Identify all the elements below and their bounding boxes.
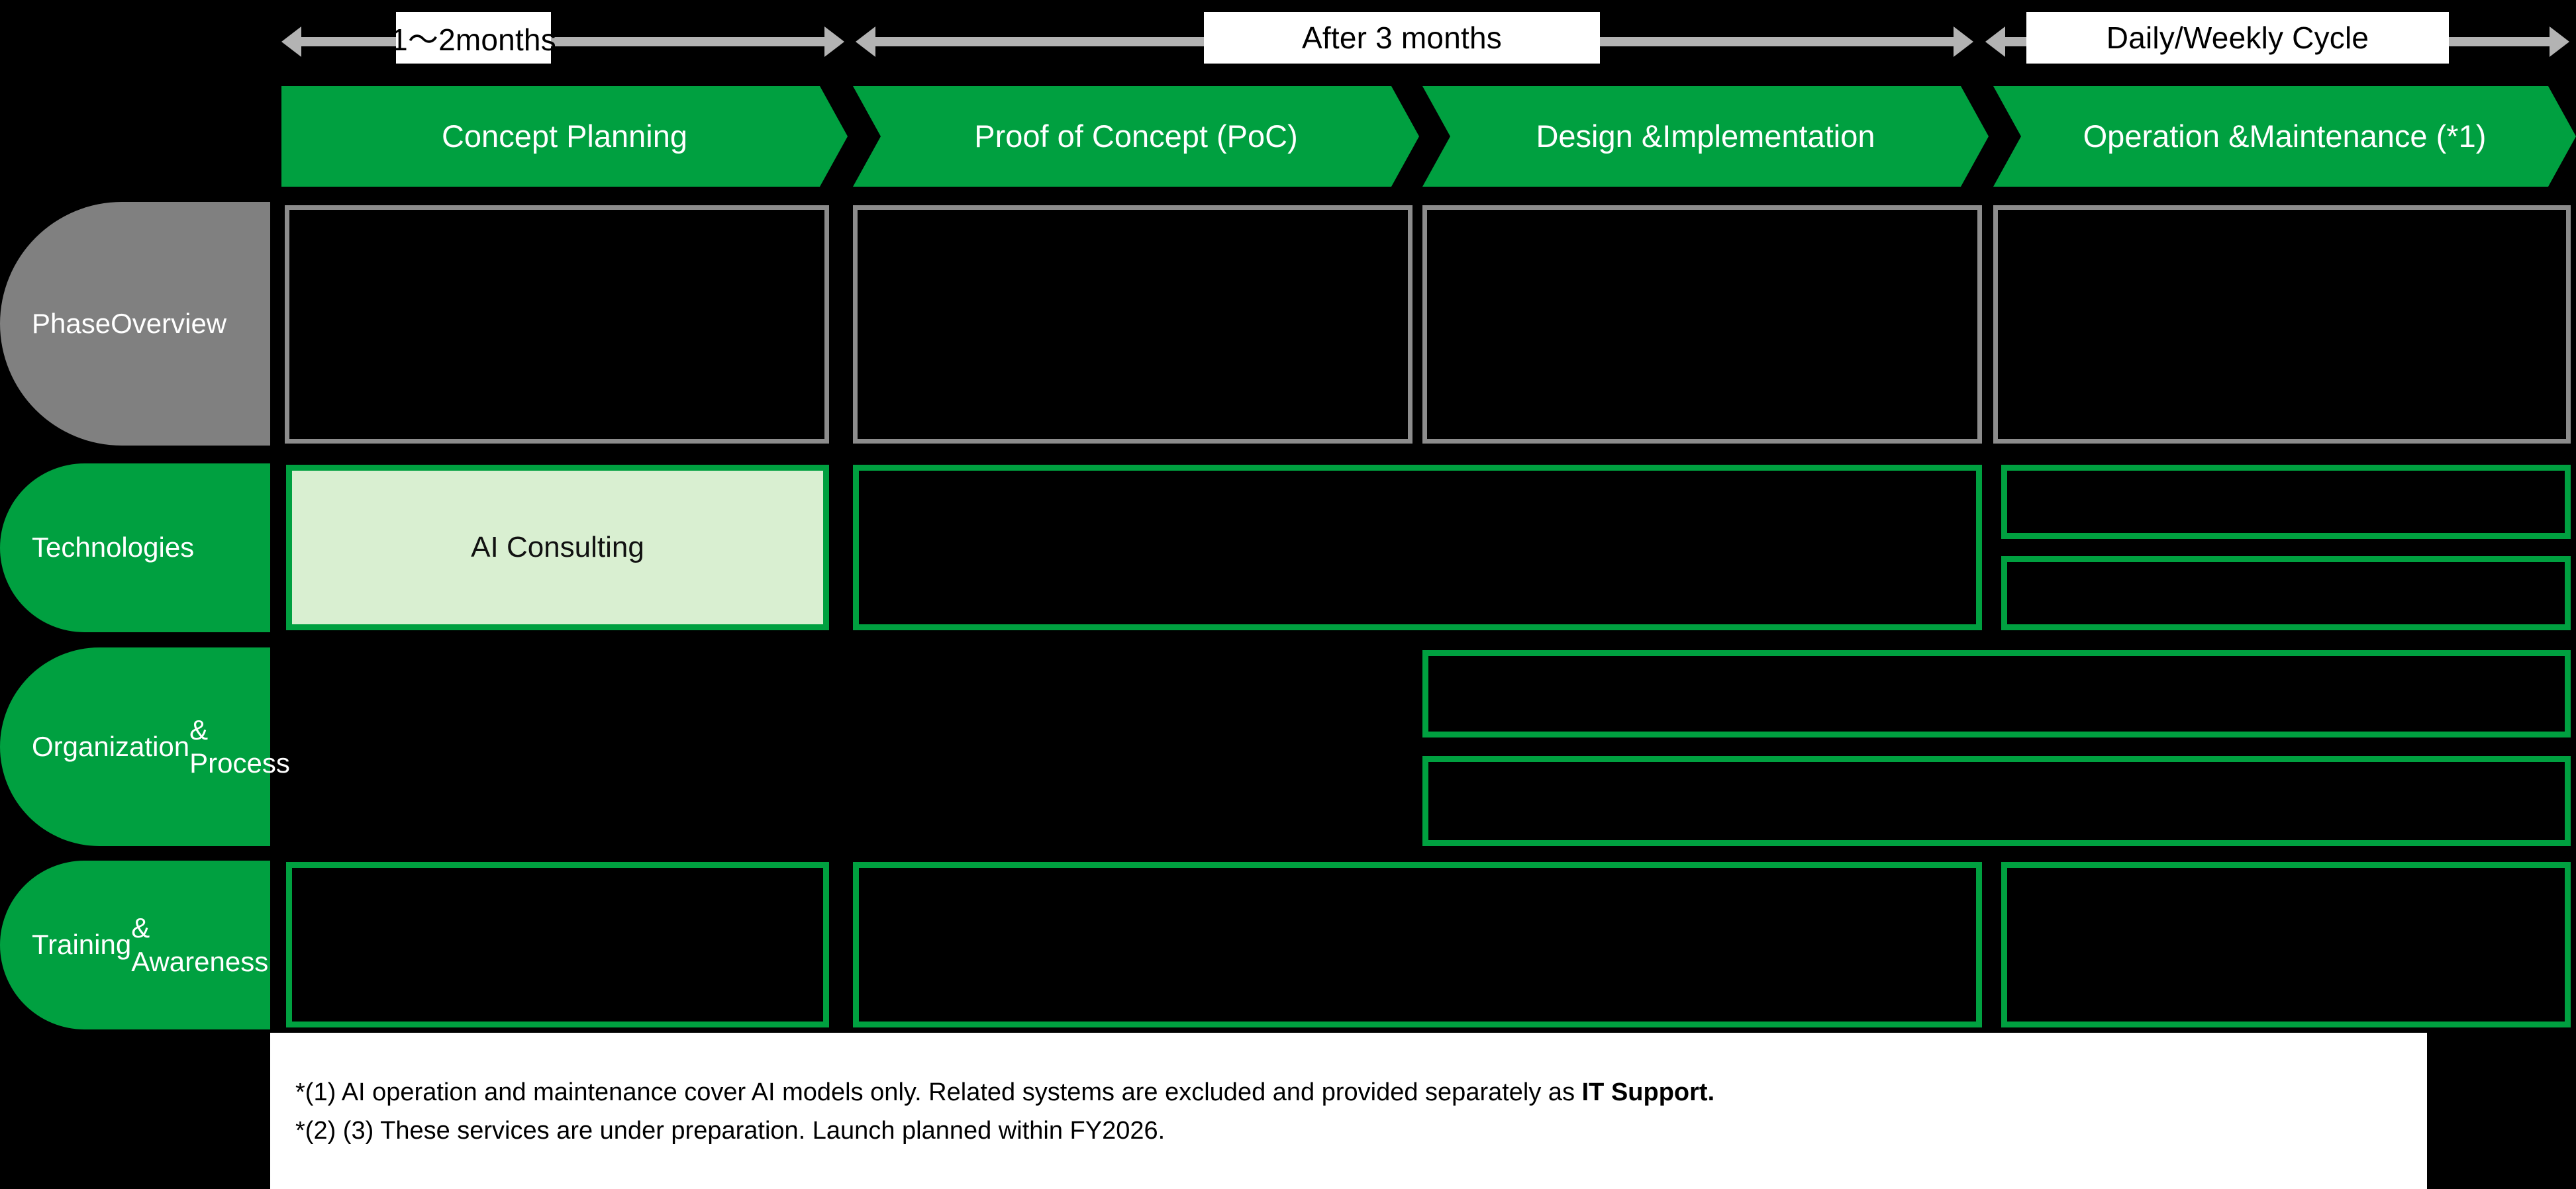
- cell-technologies-concept-planning[interactable]: AI Consulting: [286, 465, 829, 630]
- row-label-line: Training: [32, 929, 132, 961]
- footnote-1-text: *(1) AI operation and maintenance cover …: [295, 1078, 1582, 1106]
- row-label-line: Organization: [32, 730, 190, 762]
- phase-label-line: Design &: [1536, 119, 1663, 154]
- timeline-arrow-head-right: [1954, 26, 1973, 57]
- cell-phase-overview-proof-of-concept[interactable]: [853, 205, 1412, 444]
- row-label-4[interactable]: Training& Awareness: [0, 861, 270, 1029]
- row-label-line: Overview: [111, 307, 227, 339]
- cell-training-awareness-operation-maintenance[interactable]: [2001, 862, 2571, 1027]
- cell-phase-overview-operation-maintenance[interactable]: [1993, 205, 2571, 444]
- row-label-line: Technologies: [32, 532, 195, 563]
- row-label-2[interactable]: Technologies: [0, 463, 270, 632]
- phase-label-line: Maintenance (*1): [2249, 119, 2487, 154]
- timeline-label-1: 1〜2months: [391, 12, 556, 64]
- cell-organization-process-design-to-operation-1[interactable]: [1422, 650, 2571, 737]
- phase-chevron-3[interactable]: Design &Implementation: [1422, 86, 1989, 187]
- cell-phase-overview-design-implementation[interactable]: [1422, 205, 1982, 444]
- footnote-line-1: *(1) AI operation and maintenance cover …: [295, 1074, 2427, 1112]
- timeline-arrow-head-right: [2550, 26, 2569, 57]
- timeline-label-3: Daily/Weekly Cycle: [2026, 12, 2449, 64]
- cell-training-awareness-concept-planning[interactable]: [286, 862, 829, 1027]
- cell-technologies-poc-to-design[interactable]: [853, 465, 1982, 630]
- timeline-label-2: After 3 months: [1204, 12, 1600, 64]
- cell-phase-overview-concept-planning[interactable]: [285, 205, 829, 444]
- phase-label-line: Concept Planning: [441, 119, 688, 154]
- cell-organization-process-design-to-operation-2[interactable]: [1422, 756, 2571, 846]
- cell-technologies-operation-maintenance-1[interactable]: [2001, 465, 2571, 539]
- row-label-3[interactable]: Organization& Process: [0, 647, 290, 846]
- footnotes-panel: *(1) AI operation and maintenance cover …: [270, 1033, 2427, 1189]
- row-label-line: Phase: [32, 307, 111, 339]
- timeline-arrow-head-left: [281, 26, 301, 57]
- row-label-line: & Process: [189, 714, 290, 779]
- cell-label: AI Consulting: [471, 531, 644, 563]
- timeline-arrow-shaft: [300, 37, 826, 46]
- timeline-arrow-head-right: [824, 26, 844, 57]
- row-label-line: & Awareness: [131, 912, 269, 977]
- cell-training-awareness-poc-to-design[interactable]: [853, 862, 1982, 1027]
- phase-label-line: Proof of Concept (PoC): [974, 119, 1298, 154]
- footnote-1-emphasis: IT Support.: [1581, 1078, 1715, 1106]
- phase-chevron-4[interactable]: Operation &Maintenance (*1): [1993, 86, 2576, 187]
- phase-chevron-1[interactable]: Concept Planning: [281, 86, 848, 187]
- phase-label-line: Implementation: [1662, 119, 1875, 154]
- phase-chevron-2[interactable]: Proof of Concept (PoC): [853, 86, 1419, 187]
- phase-label-line: Operation &: [2083, 119, 2250, 154]
- timeline-arrow-head-left: [856, 26, 875, 57]
- cell-technologies-operation-maintenance-2[interactable]: [2001, 556, 2571, 630]
- timeline-arrow-head-left: [1985, 26, 2005, 57]
- footnote-line-2: *(2) (3) These services are under prepar…: [295, 1116, 1165, 1145]
